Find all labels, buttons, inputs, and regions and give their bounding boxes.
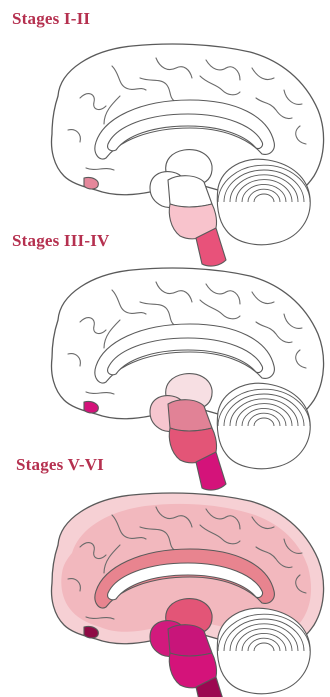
cerebellum <box>217 159 310 244</box>
stage-title-1: Stages I-II <box>12 9 90 29</box>
brain-diagram-stage-3-4 <box>0 262 330 472</box>
cerebellum <box>217 383 310 468</box>
brain-diagram-stage-1-2 <box>0 38 330 248</box>
brain-diagram-stage-5-6 <box>0 487 330 697</box>
cerebellum <box>217 608 310 693</box>
